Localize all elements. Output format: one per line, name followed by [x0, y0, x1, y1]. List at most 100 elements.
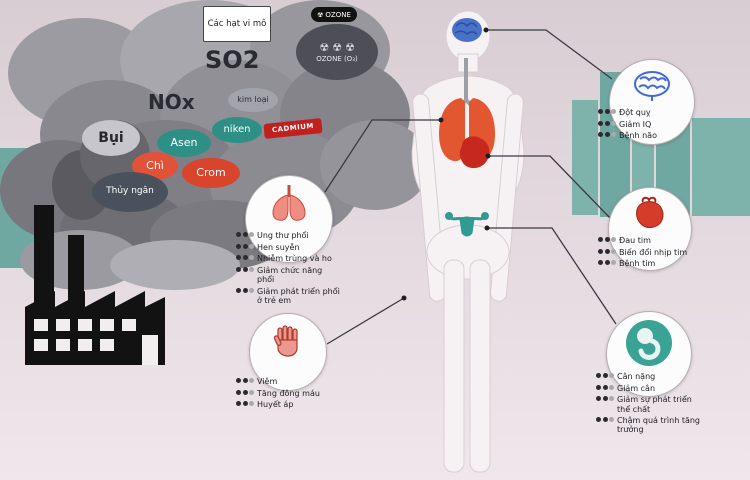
- effect-item: Giảm chức năng phổi: [236, 266, 340, 284]
- effect-text: Giảm phát triển phổi ở trẻ em: [257, 286, 340, 306]
- blood-effects-list: Viêm Tăng đông máu Huyết áp: [236, 377, 336, 410]
- uterus-organ: [445, 212, 489, 237]
- particles-label: Các hạt vi mô: [203, 6, 271, 42]
- kim-loai-label: kim loại: [228, 88, 278, 112]
- effect-text: Biến đổi nhịp tim: [619, 247, 688, 257]
- brain-callout: [609, 59, 695, 145]
- effect-text: Tăng đông máu: [257, 388, 320, 398]
- blood-callout: [249, 313, 327, 391]
- effect-text: Giảm cân: [617, 383, 656, 393]
- ozone-badge-text: OZONE: [325, 10, 351, 19]
- heart-effects-list: Đau tim Biến đổi nhịp tim Bệnh tim: [598, 236, 694, 269]
- brain-effects-list: Đột quỵ Giảm IQ Bệnh não: [598, 108, 694, 141]
- effect-item: Hen suyễn: [236, 243, 340, 252]
- bullet-icons: [596, 372, 614, 378]
- thuy-ngan-text: Thủy ngân: [106, 186, 154, 197]
- fetus-callout: [606, 311, 692, 397]
- lungs-icon: [272, 185, 306, 221]
- kim-loai-text: kim loại: [237, 94, 269, 104]
- ozone-cloud: ☢ ☢ ☢ OZONE (O₃): [296, 24, 378, 80]
- effect-item: Giảm cân: [596, 384, 700, 393]
- smoke-cloud: [320, 120, 430, 210]
- bullet-icons: [236, 254, 254, 261]
- lungs-effects-list: Ung thư phổi Hen suyễn Nhiễm trùng và ho…: [236, 231, 340, 305]
- bullet-icons: [598, 108, 616, 114]
- effect-item: Bệnh tim: [598, 259, 694, 268]
- effect-item: Tăng đông máu: [236, 389, 336, 398]
- effect-item: Viêm: [236, 377, 336, 386]
- particles-label-text: Các hạt vi mô: [207, 19, 267, 29]
- effect-item: Giảm IQ: [598, 120, 694, 129]
- heart-icon: [636, 196, 664, 228]
- radioactive-icon: ☢: [317, 10, 324, 19]
- ozone-cloud-label: OZONE (O₃): [316, 55, 358, 63]
- crom-text: Crom: [196, 166, 226, 180]
- radioactive-icon: ☢: [344, 41, 355, 54]
- effect-text: Giảm IQ: [619, 119, 652, 129]
- effect-text: Giảm chức năng phổi: [257, 266, 323, 285]
- bui-label: Bụi: [82, 120, 140, 156]
- bullet-icons: [598, 248, 616, 254]
- radioactive-icon: ☢: [332, 41, 342, 54]
- bullet-icons: [236, 266, 254, 273]
- heart-organ: [459, 136, 490, 169]
- fetus-effects-list: Cân nặng Giảm cân Giảm sự phát triển thể…: [596, 372, 700, 435]
- asen-label: Asen: [157, 129, 211, 157]
- effect-text: Bệnh não: [619, 131, 657, 141]
- effect-text: Huyết áp: [257, 400, 294, 410]
- niken-label: niken: [212, 117, 262, 143]
- hand-icon: [273, 325, 298, 357]
- asen-text: Asen: [170, 136, 198, 150]
- bullet-icons: [596, 395, 614, 402]
- heart-callout: [608, 187, 692, 271]
- ozone-badge: ☢ OZONE: [311, 7, 357, 22]
- bullet-icons: [236, 231, 254, 237]
- thuy-ngan-label: Thủy ngân: [92, 172, 168, 212]
- effect-item: Nhiễm trùng và ho: [236, 254, 340, 263]
- bullet-icons: [236, 243, 254, 249]
- effect-text: Chậm quá trình tăng trưởng: [617, 416, 701, 435]
- effect-item: Biến đổi nhịp tim: [598, 248, 694, 257]
- effect-text: Đột quỵ: [619, 108, 651, 117]
- bullet-icons: [596, 384, 614, 390]
- brain-organ: [452, 18, 482, 42]
- bullet-icons: [236, 400, 254, 407]
- effect-text: Giảm sự phát triển thể chất: [617, 395, 692, 414]
- effect-item: Đau tim: [598, 236, 694, 245]
- effect-text: Cân nặng: [617, 372, 656, 381]
- radioactive-icon: ☢: [319, 41, 330, 54]
- effect-item: Đột quỵ: [598, 108, 694, 117]
- effect-item: Bệnh não: [598, 131, 694, 140]
- chi-text: Chì: [146, 159, 164, 173]
- skyline-building: [572, 100, 598, 215]
- effect-item: Ung thư phổi: [236, 231, 340, 240]
- effect-item: Huyết áp: [236, 400, 336, 409]
- lungs-callout: [245, 175, 333, 263]
- effect-text: Viêm: [257, 377, 278, 386]
- bullet-icons: [598, 259, 616, 266]
- brain-icon: [634, 71, 670, 101]
- bullet-icons: [598, 236, 616, 242]
- fetus-icon: [626, 320, 672, 366]
- niken-text: niken: [223, 123, 251, 135]
- bullet-icons: [236, 377, 254, 383]
- nox-label: NOx: [148, 90, 195, 114]
- radioactive-icons: ☢ ☢ ☢: [319, 41, 355, 54]
- effect-text: Bệnh tim: [619, 259, 656, 269]
- effect-item: Giảm phát triển phổi ở trẻ em: [236, 287, 340, 305]
- bullet-icons: [236, 389, 254, 395]
- effect-text: Ung thư phổi: [257, 231, 309, 240]
- bullet-icons: [598, 131, 616, 138]
- bullet-icons: [596, 416, 614, 423]
- effect-text: Đau tim: [619, 236, 651, 245]
- effect-item: Giảm sự phát triển thể chất: [596, 395, 700, 414]
- crom-label: Crom: [182, 158, 240, 188]
- effect-text: Hen suyễn: [257, 242, 300, 252]
- bui-text: Bụi: [98, 129, 124, 146]
- smoke-cloud: [110, 240, 240, 290]
- effect-item: Cân nặng: [596, 372, 700, 381]
- bullet-icons: [236, 287, 254, 293]
- effect-text: Nhiễm trùng và ho: [257, 254, 332, 264]
